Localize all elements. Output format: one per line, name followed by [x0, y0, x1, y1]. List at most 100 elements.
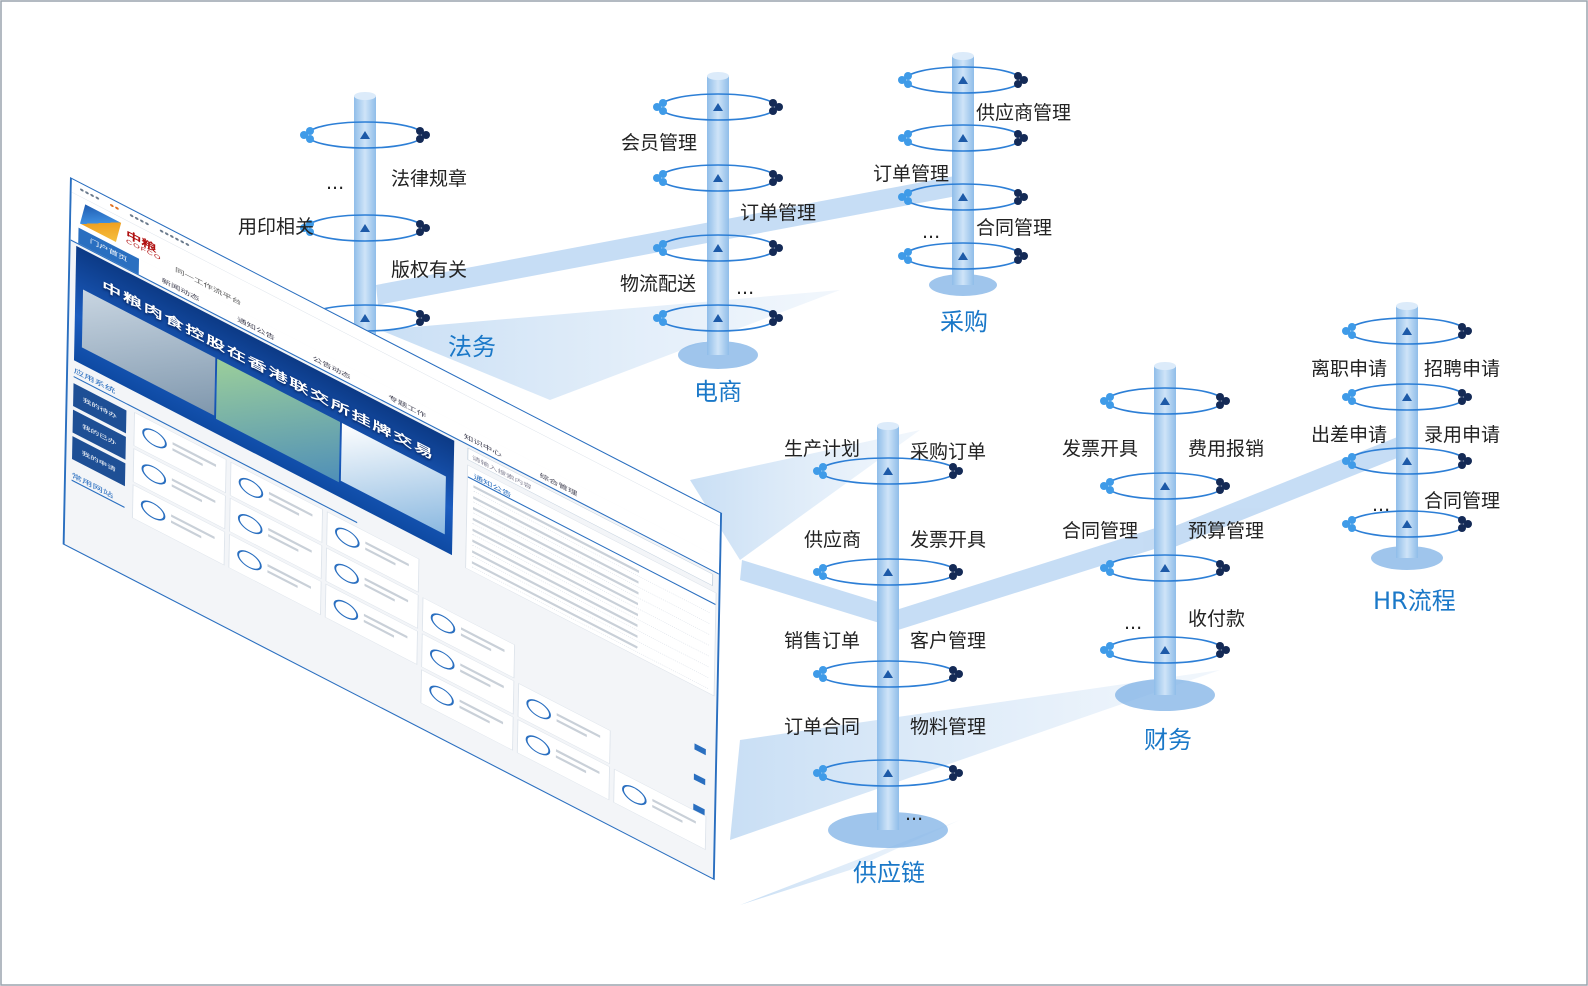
ring-dot	[1464, 327, 1472, 335]
module-label: 收付款	[1188, 608, 1246, 630]
ring-dot	[955, 467, 963, 475]
ring-dot	[949, 666, 957, 674]
system-label-ecommerce: 电商	[694, 378, 742, 406]
ring-dot	[1100, 482, 1108, 490]
ring-dot	[659, 310, 667, 318]
pillar-procurement	[898, 52, 1028, 296]
ring-dot	[422, 224, 430, 232]
ring-dot	[1020, 252, 1028, 260]
ring-node-icon	[1160, 482, 1170, 490]
ring-node-icon	[1402, 393, 1412, 401]
pillar-ecommerce	[653, 72, 783, 369]
app-icon	[430, 609, 456, 638]
ring-dot	[898, 76, 906, 84]
ring-dot	[904, 130, 912, 138]
module-label: 用印相关	[238, 216, 315, 238]
ring-node-icon	[713, 174, 723, 182]
ring-dot	[769, 178, 777, 186]
ring-dot	[949, 674, 957, 682]
app-icon	[334, 523, 360, 552]
ring-dot	[1222, 646, 1230, 654]
ring-dot	[306, 228, 314, 236]
ring-dot	[1348, 331, 1356, 339]
ring-dot	[1458, 461, 1466, 469]
ring-node-icon	[713, 244, 723, 252]
pillar-top	[952, 52, 974, 60]
ring-node-icon	[1402, 520, 1412, 528]
ring-node-icon	[713, 103, 723, 111]
ring-dot	[1222, 482, 1230, 490]
ring-dot	[813, 467, 821, 475]
ring-node-icon	[958, 76, 968, 84]
ring-dot	[659, 178, 667, 186]
ring-node-icon	[360, 131, 370, 139]
ring-node-icon	[958, 134, 968, 142]
ring-dot	[1216, 486, 1224, 494]
pillar-column	[1396, 306, 1418, 558]
app-icon	[238, 473, 264, 503]
pillar-top	[877, 422, 899, 430]
ring-dot	[769, 99, 777, 107]
ring-dot	[769, 318, 777, 326]
ring-dot	[659, 248, 667, 256]
scroll-button[interactable]	[694, 743, 706, 756]
pillar-top	[1396, 302, 1418, 310]
app-icon	[237, 546, 262, 575]
module-label: 版权有关	[391, 259, 468, 281]
module-label: 合同管理	[976, 217, 1053, 239]
ring-dot	[769, 310, 777, 318]
app-icon	[141, 460, 167, 489]
module-label: 订单管理	[873, 163, 950, 185]
ring-dot	[775, 314, 783, 322]
ring-dot	[1458, 397, 1466, 405]
module-label: ...	[326, 172, 345, 194]
ring-dot	[1216, 642, 1224, 650]
pillar-column	[952, 56, 974, 285]
scroll-button[interactable]	[693, 773, 706, 786]
ring-dot	[1342, 520, 1350, 528]
ring-dot	[775, 244, 783, 252]
module-label: 法律规章	[391, 168, 468, 190]
app-icon	[237, 509, 263, 539]
ring-dot	[1348, 461, 1356, 469]
ring-dot	[1106, 478, 1114, 486]
ring-dot	[1464, 457, 1472, 465]
module-label: 生产计划	[784, 438, 861, 460]
ring-node-icon	[883, 670, 893, 678]
module-label: ...	[905, 803, 924, 825]
ring-dot	[819, 564, 827, 572]
ring-dot	[1106, 560, 1114, 568]
ring-dot	[904, 197, 912, 205]
ring-dot	[769, 170, 777, 178]
ring-dot	[416, 228, 424, 236]
module-label: ...	[1372, 494, 1391, 516]
module-label: 合同管理	[1424, 490, 1501, 512]
ring-dot	[1458, 389, 1466, 397]
ring-dot	[1464, 393, 1472, 401]
ring-dot	[1106, 568, 1114, 576]
pillar-top	[707, 72, 729, 80]
ring-dot	[819, 572, 827, 580]
ring-dot	[904, 248, 912, 256]
pillar-top	[354, 92, 376, 100]
system-label-legal: 法务	[448, 333, 496, 361]
ring-node-icon	[1160, 646, 1170, 654]
pillar-top	[1154, 362, 1176, 370]
ring-dot	[904, 189, 912, 197]
ring-dot	[1458, 323, 1466, 331]
ring-dot	[416, 127, 424, 135]
ring-node-icon	[713, 314, 723, 322]
module-label: 供应商	[804, 529, 862, 551]
ring-dot	[1014, 189, 1022, 197]
app-icon	[142, 424, 167, 453]
ring-dot	[949, 572, 957, 580]
ring-dot	[653, 314, 661, 322]
system-label-supply-chain: 供应链	[853, 859, 925, 887]
ring-dot	[955, 568, 963, 576]
ring-dot	[819, 463, 827, 471]
ring-node-icon	[883, 568, 893, 576]
module-label: 出差申请	[1311, 424, 1388, 446]
module-label: 物流配送	[620, 273, 697, 295]
ring-dot	[1342, 393, 1350, 401]
ring-dot	[898, 252, 906, 260]
